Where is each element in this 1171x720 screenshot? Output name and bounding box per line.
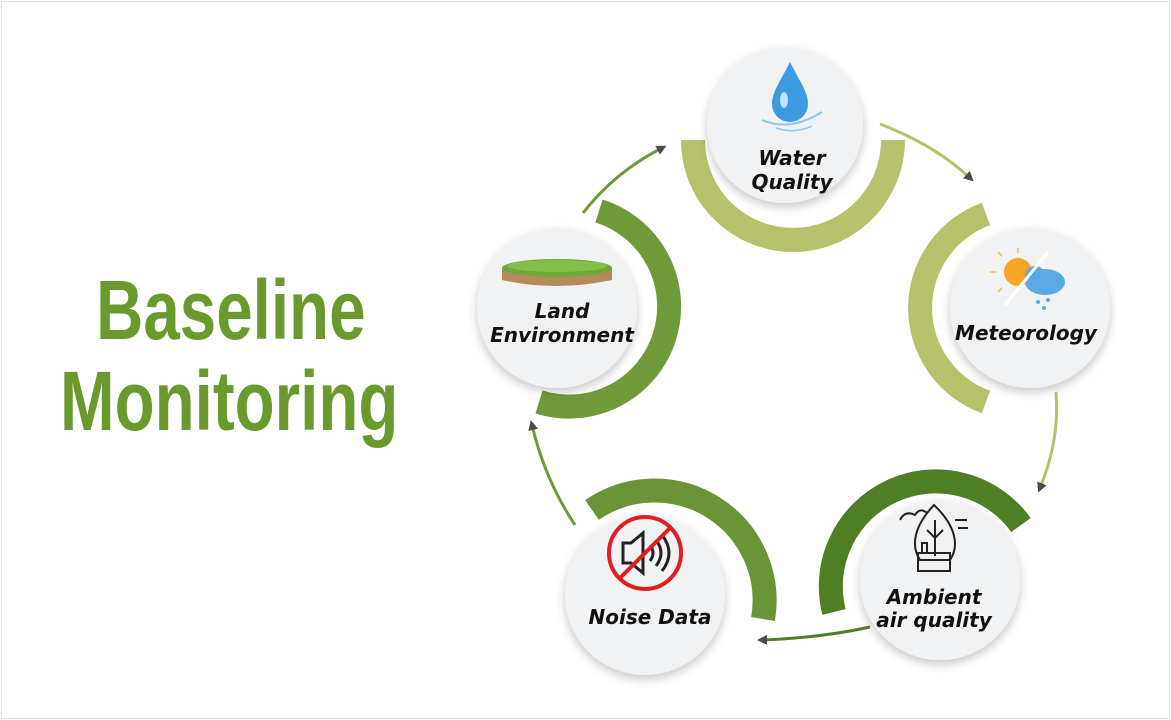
arrow-ambient-to-noise (757, 625, 871, 645)
factory-leaf-icon (899, 503, 968, 572)
no-sound-icon (607, 515, 683, 591)
arrow-meteorology-to-ambient (1037, 391, 1059, 493)
land-patch-icon (502, 259, 612, 286)
sun-cloud-rain-icon (990, 248, 1065, 310)
noise-arc (585, 478, 777, 622)
water-label-2: Quality (751, 170, 833, 194)
node-water-quality: Water Quality (707, 47, 863, 203)
node-land-environment: Land Environment (477, 228, 637, 388)
node-noise-data: Noise Data (565, 515, 725, 675)
arrow-noise-to-land (528, 420, 577, 526)
ambient-label-1: Ambient (885, 585, 983, 609)
node-ambient-air-quality: Ambient air quality (860, 500, 1020, 660)
meteorology-label: Meteorology (955, 321, 1098, 345)
ambient-label-2: air quality (876, 608, 993, 632)
title-line-1: Baseline (96, 263, 366, 357)
noise-label: Noise Data (589, 605, 712, 629)
arrow-water-to-meteorology (879, 122, 974, 182)
water-drop-icon (761, 62, 823, 132)
node-meteorology: Meteorology (950, 228, 1110, 388)
land-arc (535, 199, 682, 419)
water-label-1: Water (758, 146, 826, 170)
arrow-land-to-water (581, 145, 667, 214)
land-label-2: Environment (490, 323, 635, 347)
title-line-2: Monitoring (60, 354, 399, 448)
ambient-arc (818, 469, 1031, 615)
water-arc (681, 139, 905, 252)
land-label-1: Land (535, 299, 590, 323)
meteorology-arc (908, 202, 991, 414)
